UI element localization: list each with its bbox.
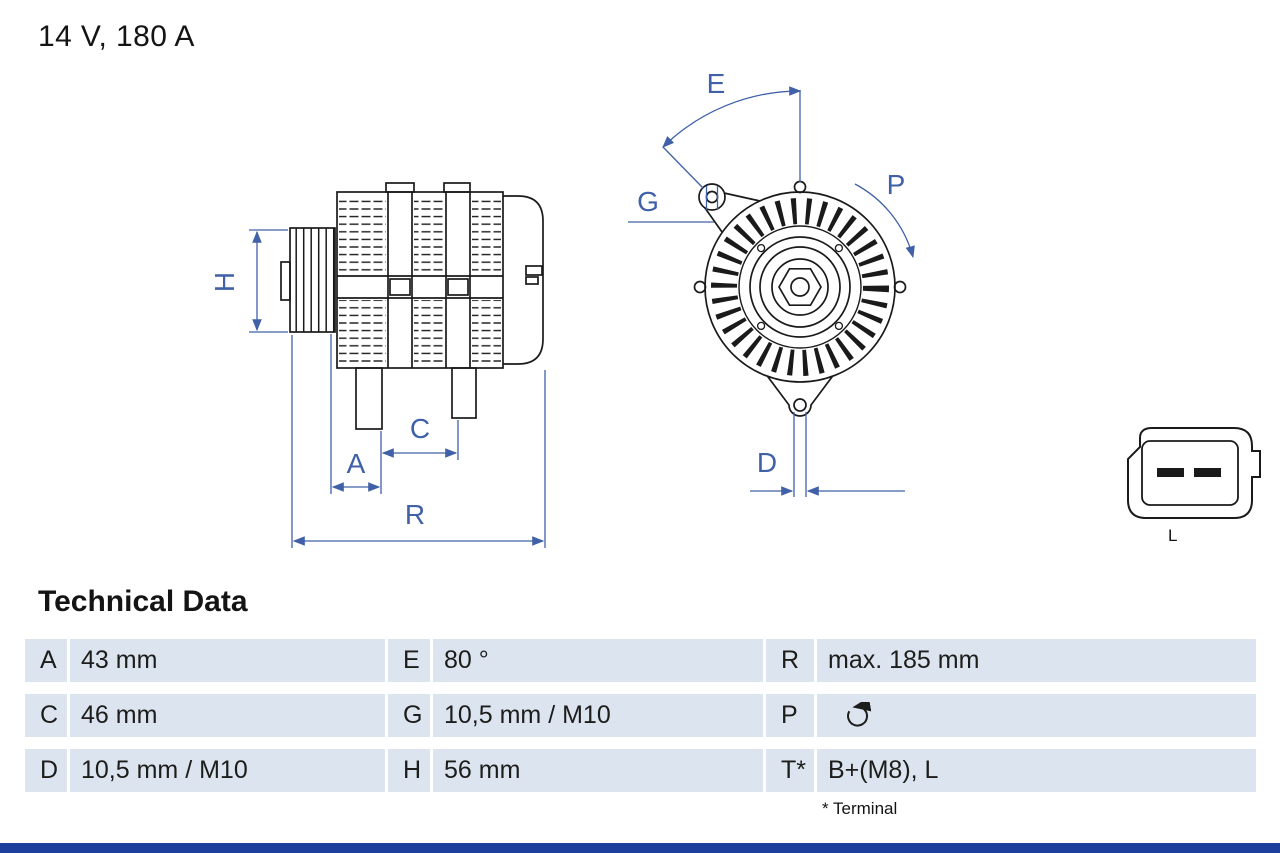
connector-label: L <box>1168 526 1177 545</box>
spec-value-d: 10,5 mm / M10 <box>70 749 385 792</box>
spec-key-d: D <box>25 749 67 792</box>
connector-plug <box>1127 427 1261 519</box>
alternator-front-view <box>693 180 907 417</box>
spec-key-h: H <box>388 749 430 792</box>
alternator-side-view <box>280 182 544 430</box>
dim-label-d: D <box>757 447 777 478</box>
spec-value-p <box>817 694 1256 737</box>
dim-label-a: A <box>347 448 366 479</box>
dimension-lines-front <box>628 86 915 497</box>
dim-label-r: R <box>405 499 425 530</box>
spec-value-h: 56 mm <box>433 749 763 792</box>
spec-value-c: 46 mm <box>70 694 385 737</box>
spec-key-r: R <box>766 639 814 682</box>
dim-label-c: C <box>410 413 430 444</box>
page-title: 14 V, 180 A <box>38 20 195 53</box>
technical-data-table: A 43 mm E 80 ° R max. 185 mm C 46 mm G 1… <box>25 639 1256 792</box>
technical-drawing: H A C R E G P D L <box>209 68 1261 548</box>
dimension-labels: H A C R E G P D <box>209 68 905 530</box>
bottom-accent-bar <box>0 843 1280 853</box>
connector-pin <box>1194 468 1221 477</box>
spec-key-p: P <box>766 694 814 737</box>
dimension-lines-side <box>249 229 546 548</box>
spec-key-g: G <box>388 694 430 737</box>
spec-key-a: A <box>25 639 67 682</box>
dim-label-p: P <box>887 169 906 200</box>
spec-value-e: 80 ° <box>433 639 763 682</box>
spec-key-t: T* <box>766 749 814 792</box>
dim-label-g: G <box>637 186 659 217</box>
spec-value-r: max. 185 mm <box>817 639 1256 682</box>
spec-value-t: B+(M8), L <box>817 749 1256 792</box>
rotation-direction-icon <box>847 702 872 727</box>
spec-key-e: E <box>388 639 430 682</box>
dim-label-h: H <box>209 272 240 292</box>
spec-key-c: C <box>25 694 67 737</box>
dim-label-e: E <box>707 68 726 99</box>
connector-pin <box>1157 468 1184 477</box>
spec-value-g: 10,5 mm / M10 <box>433 694 763 737</box>
terminal-footnote: * Terminal <box>822 799 898 818</box>
table-title: Technical Data <box>38 585 248 618</box>
spec-value-a: 43 mm <box>70 639 385 682</box>
